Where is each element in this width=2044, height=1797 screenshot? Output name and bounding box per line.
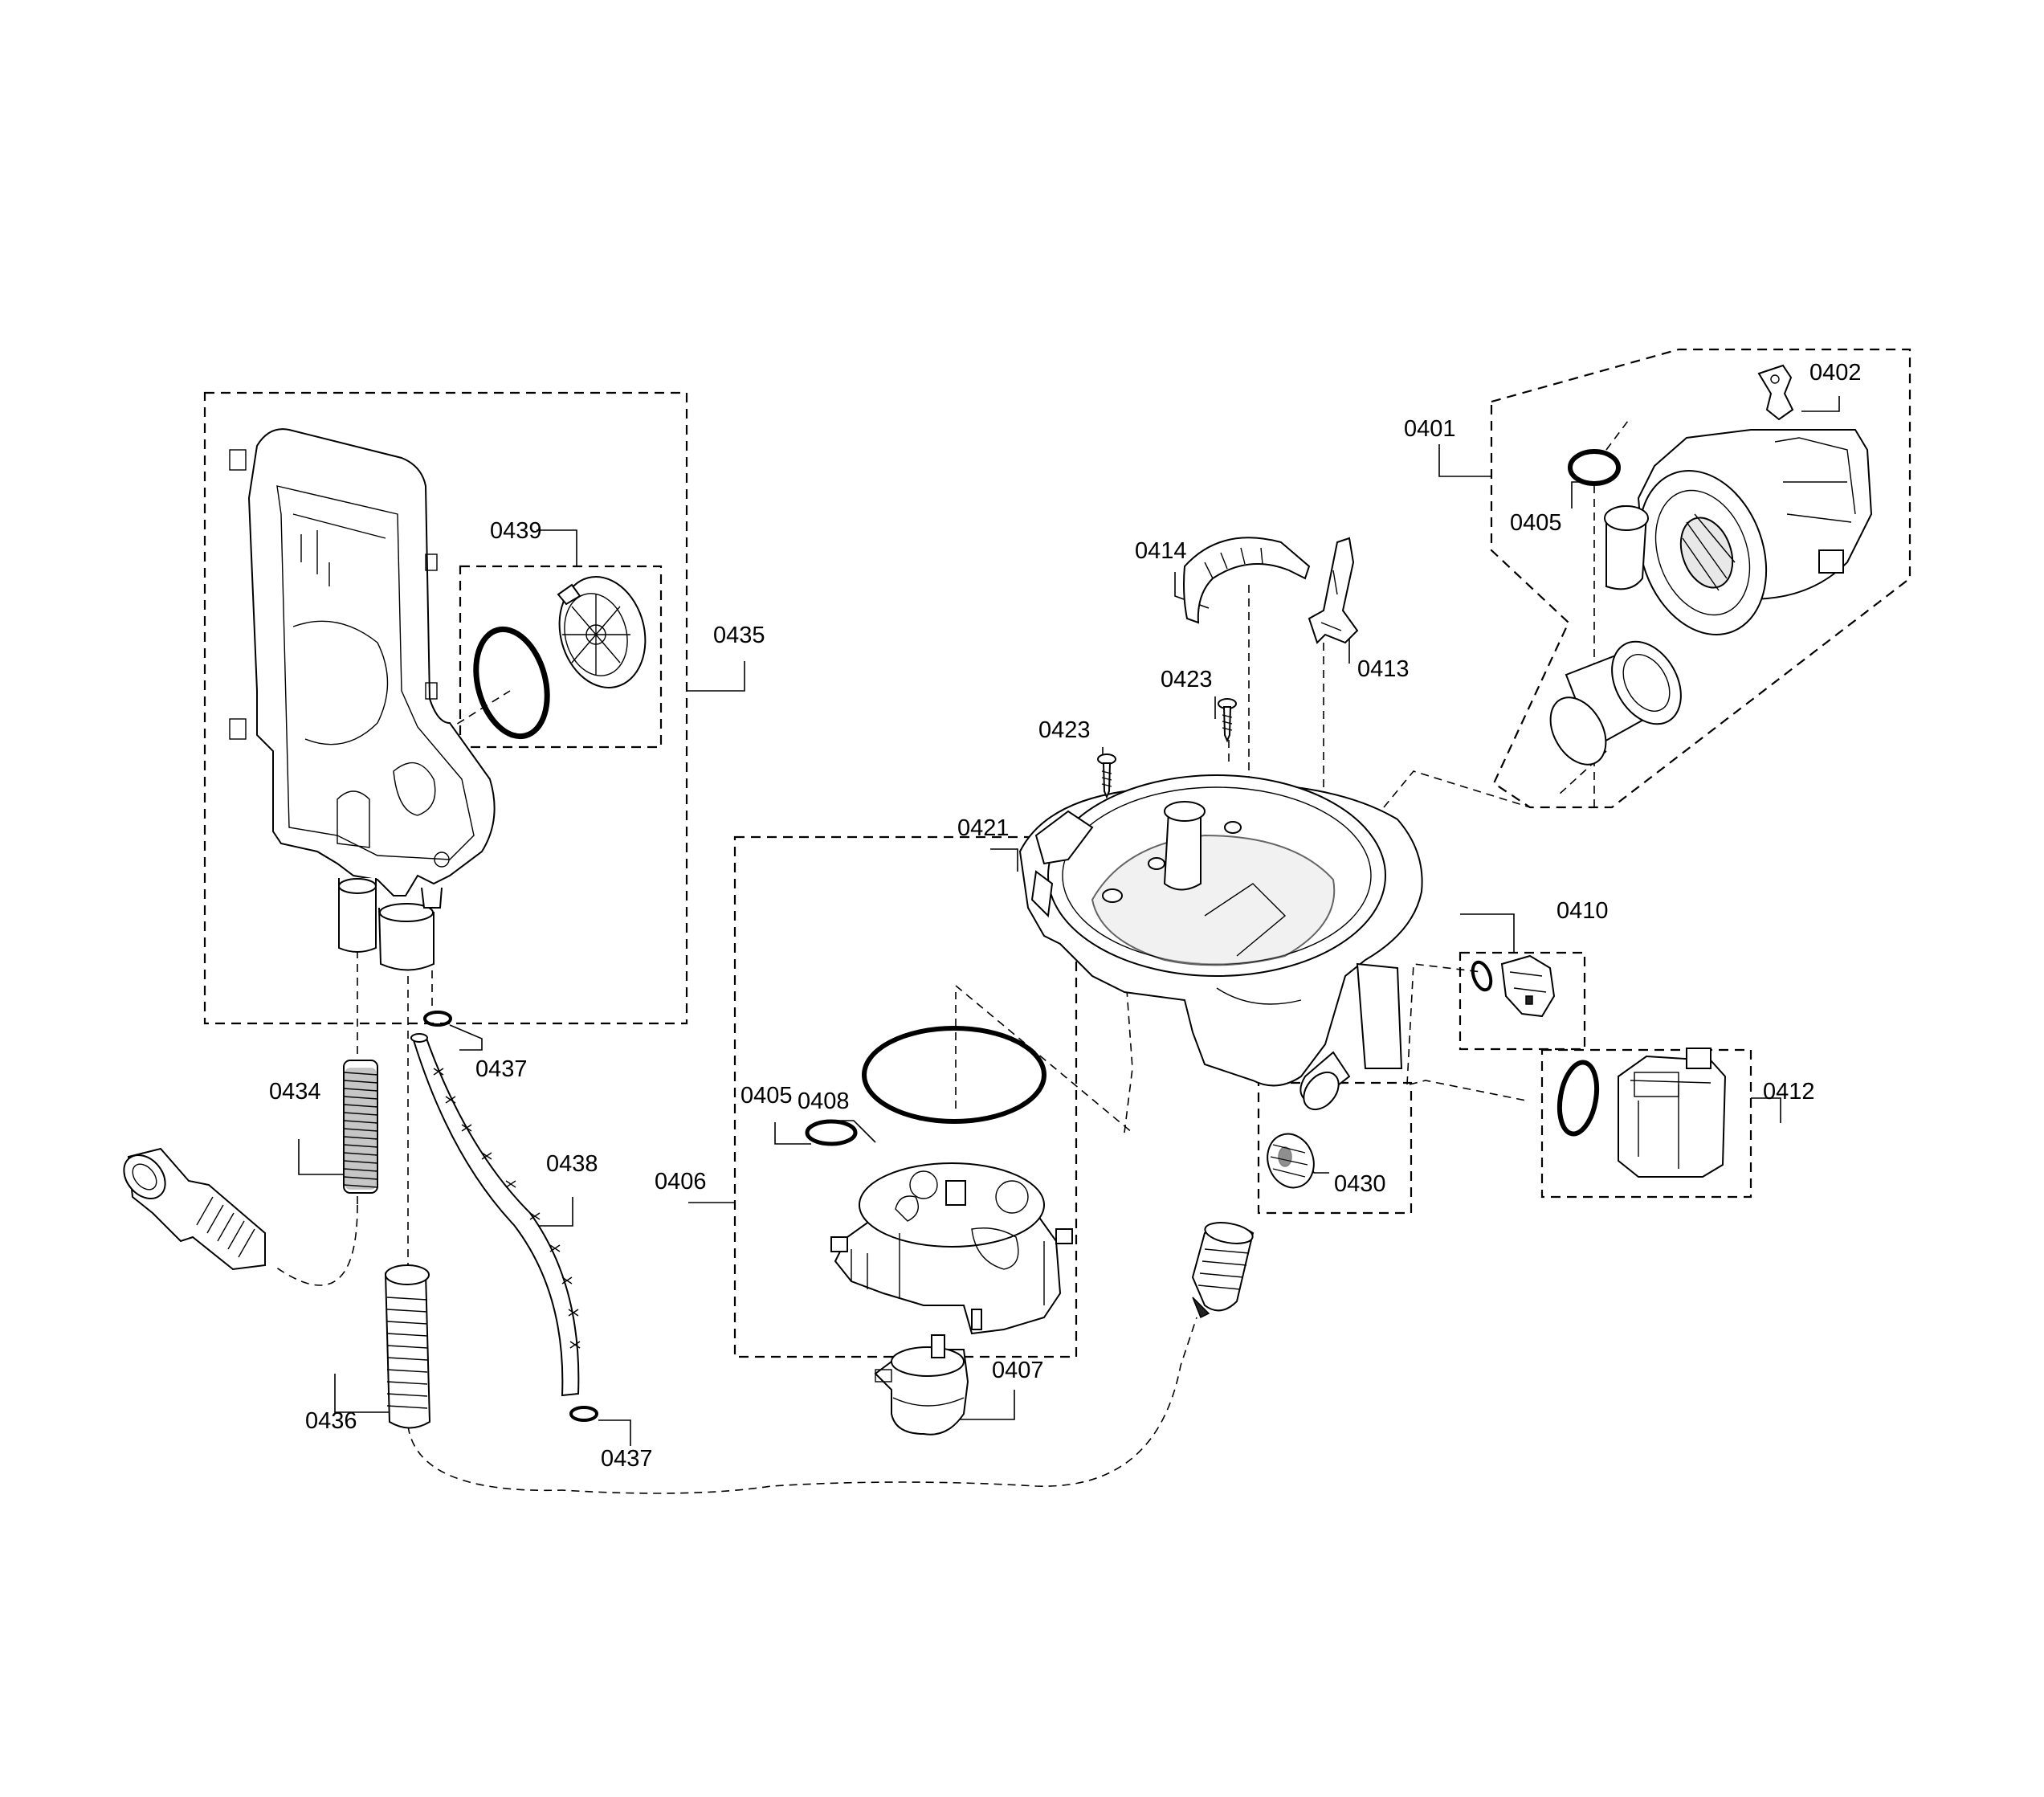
label-0414: 0414 xyxy=(1135,538,1187,564)
group-box-0410 xyxy=(1459,951,1586,1051)
label-0439: 0439 xyxy=(490,518,542,544)
part-0437-clamp-top xyxy=(423,1011,452,1027)
part-0402-clip xyxy=(1757,364,1794,421)
label-0407: 0407 xyxy=(992,1358,1044,1383)
label-0430: 0430 xyxy=(1334,1171,1386,1197)
label-0405-top: 0405 xyxy=(1510,510,1562,536)
label-0406: 0406 xyxy=(655,1169,707,1195)
label-0435: 0435 xyxy=(713,623,765,648)
label-0438: 0438 xyxy=(546,1151,598,1177)
part-0421-sump xyxy=(1018,774,1423,1111)
part-0430-valve xyxy=(1267,1133,1315,1189)
label-0437-bottom: 0437 xyxy=(601,1446,653,1472)
part-0407-motor xyxy=(874,1334,969,1436)
label-0421: 0421 xyxy=(957,815,1010,841)
group-box-0439 xyxy=(459,565,663,749)
label-0436: 0436 xyxy=(305,1408,357,1434)
label-0412: 0412 xyxy=(1763,1079,1815,1105)
part-0434-hose xyxy=(123,1060,378,1271)
part-0405-clamp-mid xyxy=(805,1119,858,1146)
group-box-0430 xyxy=(1257,1081,1413,1215)
label-0437-top: 0437 xyxy=(475,1056,528,1082)
label-0423-b: 0423 xyxy=(1038,717,1091,743)
part-0438-hose xyxy=(410,1033,581,1397)
part-0436-drain-hose xyxy=(384,1264,431,1429)
label-0434: 0434 xyxy=(269,1079,321,1105)
part-0413-bracket xyxy=(1308,537,1359,644)
label-0405-mid: 0405 xyxy=(740,1083,793,1109)
group-box-0401 xyxy=(1490,348,1911,809)
label-0413: 0413 xyxy=(1357,656,1410,682)
connector-fitting xyxy=(1191,1222,1255,1319)
part-0401-circulation-pump xyxy=(1549,429,1873,766)
part-0435-housing xyxy=(229,428,496,971)
part-0408-gasket xyxy=(862,1026,1046,1124)
label-0410: 0410 xyxy=(1556,898,1609,924)
part-0414-clip xyxy=(1183,537,1311,624)
group-box-0412 xyxy=(1540,1048,1752,1199)
part-0423-screw-a xyxy=(1218,698,1237,743)
part-0410-sensor xyxy=(1471,954,1556,1018)
label-0408: 0408 xyxy=(798,1088,850,1114)
part-0405-clamp-top xyxy=(1568,449,1621,486)
part-0406-heater-housing xyxy=(830,1162,1073,1335)
label-0402: 0402 xyxy=(1809,360,1862,386)
part-0437-clamp-bottom xyxy=(569,1406,598,1422)
part-0423-screw-b xyxy=(1097,754,1116,799)
part-0412-drain-pump xyxy=(1556,1048,1727,1178)
label-0423-a: 0423 xyxy=(1161,667,1213,692)
label-0401: 0401 xyxy=(1404,416,1456,442)
part-0439-cover xyxy=(473,576,647,740)
